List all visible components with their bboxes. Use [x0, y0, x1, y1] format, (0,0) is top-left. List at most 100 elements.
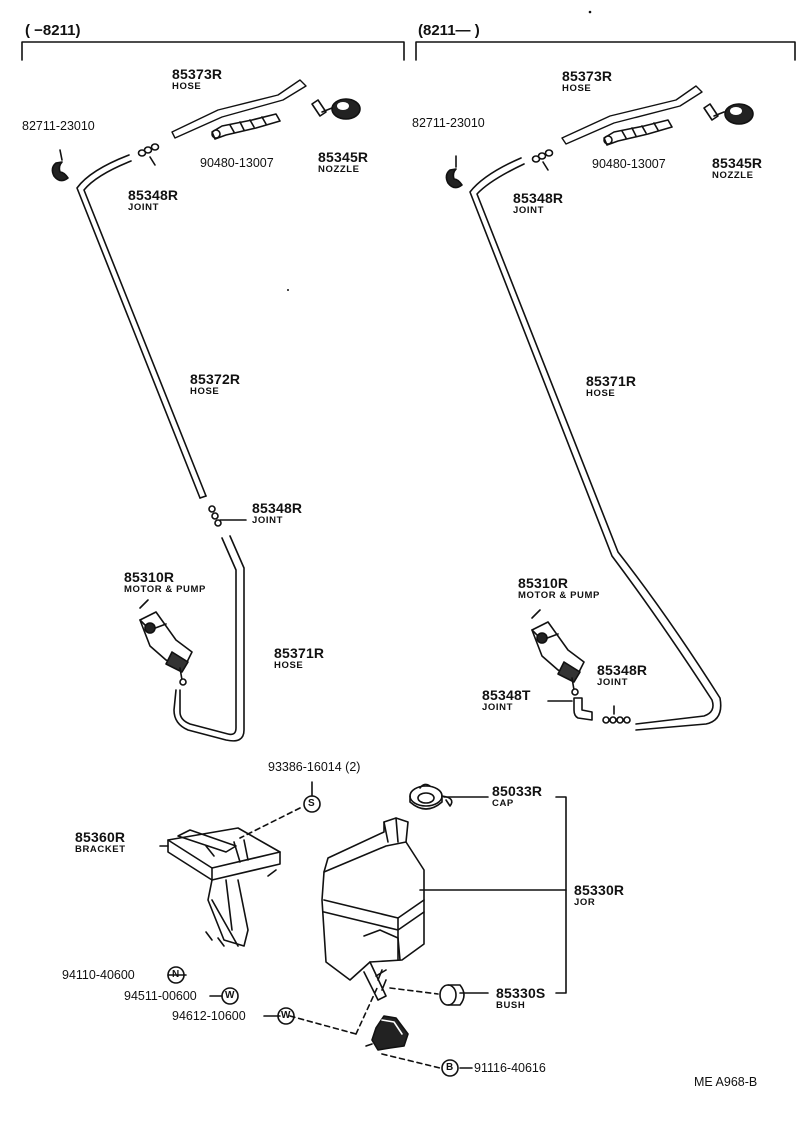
hose-85373r-right — [561, 85, 703, 145]
label-nut: 94110-40600 — [62, 968, 135, 982]
part-number: 85348R — [513, 190, 564, 206]
part-number: 85371R — [274, 645, 325, 661]
label-washer1: 94511-00600 — [124, 989, 197, 1003]
part-number: 85310R — [518, 575, 569, 591]
pump-85310r-right — [531, 609, 585, 696]
symbol-b: B — [446, 1062, 454, 1073]
joint-85348r-mid-left — [208, 505, 247, 527]
label-hose-long-right: 85371R HOSE — [586, 374, 636, 399]
label-nozzle-hose-left: 90480-13007 — [200, 156, 274, 170]
label-clip-right: 82711-23010 — [412, 116, 485, 130]
hose-85373r-left — [171, 79, 307, 139]
clip-82711-right — [445, 155, 463, 189]
part-desc: HOSE — [562, 83, 592, 94]
range-right: (8211— ) — [418, 22, 480, 39]
part-number: 85348R — [128, 187, 179, 203]
label-hose-long-left: 85372R HOSE — [190, 372, 240, 397]
part-number: 85373R — [562, 68, 613, 84]
part-desc: CAP — [492, 798, 514, 809]
symbol-s: S — [308, 798, 315, 809]
part-desc: NOZZLE — [318, 164, 360, 175]
nozzle-hose-right — [603, 119, 673, 146]
jar-85330r — [321, 817, 425, 1001]
part-desc: BRACKET — [75, 844, 126, 855]
part-desc: JOINT — [482, 702, 513, 713]
label-hose-top-left: 85373R HOSE — [172, 67, 222, 92]
label-hose-lower-left: 85371R HOSE — [274, 646, 324, 671]
part-number: 85345R — [712, 155, 763, 171]
clip-82711-left — [51, 149, 69, 182]
label-hose-top-right: 85373R HOSE — [562, 69, 612, 94]
part-desc: HOSE — [274, 660, 304, 671]
label-joint-top-left: 85348R JOINT — [128, 188, 178, 213]
joint-85348r-top-left — [137, 143, 160, 166]
label-jar: 85330R JOR — [574, 883, 624, 908]
label-bracket: 85360R BRACKET — [75, 830, 126, 855]
label-joint-t-right: 85348T JOINT — [482, 688, 531, 713]
joint-85348r-low-right — [602, 705, 631, 724]
part-number: 85033R — [492, 783, 543, 799]
lower-bracket — [365, 1015, 409, 1051]
part-number: 85330R — [574, 882, 625, 898]
part-desc: BUSH — [496, 1000, 526, 1011]
part-number: 85310R — [124, 569, 175, 585]
part-desc: HOSE — [586, 388, 616, 399]
bracket-85360r — [159, 827, 281, 947]
label-bolt: 91116-40616 — [474, 1061, 546, 1075]
joint-85348t-right — [547, 697, 593, 721]
header-bracket-left — [21, 41, 405, 61]
part-number: 85360R — [75, 829, 126, 845]
cap-85033r — [409, 783, 453, 810]
label-pump-left: 85310R MOTOR & PUMP — [124, 570, 206, 595]
callout-brace — [419, 796, 567, 994]
hose-85372r-left — [76, 154, 207, 499]
part-desc: MOTOR & PUMP — [124, 584, 206, 595]
nozzle-85345r-left — [311, 98, 361, 120]
nozzle-85345r-right — [703, 103, 754, 125]
part-desc: MOTOR & PUMP — [518, 590, 600, 601]
hose-85371r-left — [173, 535, 245, 742]
part-number: 85330S — [496, 985, 546, 1001]
part-number: 85373R — [172, 66, 223, 82]
part-desc: HOSE — [172, 81, 202, 92]
part-number: 85372R — [190, 371, 241, 387]
symbol-w2: W — [281, 1010, 291, 1021]
label-washer2: 94612-10600 — [172, 1009, 246, 1023]
symbol-w1: W — [225, 990, 235, 1001]
part-desc: JOR — [574, 897, 596, 908]
part-number: 85348T — [482, 687, 531, 703]
label-bush: 85330S BUSH — [496, 986, 545, 1011]
label-joint-mid-left: 85348R JOINT — [252, 501, 302, 526]
label-pump-right: 85310R MOTOR & PUMP — [518, 576, 600, 601]
joint-85348r-top-right — [531, 149, 554, 171]
part-number: 85371R — [586, 373, 637, 389]
label-nozzle-right: 85345R NOZZLE — [712, 156, 762, 181]
reference-code: ME A968-B — [694, 1075, 758, 1089]
part-number: 85348R — [252, 500, 303, 516]
part-number: 85348R — [597, 662, 648, 678]
part-desc: JOINT — [597, 677, 628, 688]
hose-85371r-right — [469, 157, 722, 731]
pump-85310r-left — [139, 599, 193, 686]
label-screw: 93386-16014 (2) — [268, 760, 361, 774]
bush-85330s — [389, 984, 465, 1006]
screw-leader — [239, 781, 313, 839]
label-joint-top-right: 85348R JOINT — [513, 191, 563, 216]
label-joint-low-right: 85348R JOINT — [597, 663, 647, 688]
range-left: ( −8211) — [25, 22, 81, 39]
part-desc: JOINT — [128, 202, 159, 213]
nozzle-hose-left — [211, 113, 281, 140]
part-number: 85345R — [318, 149, 369, 165]
label-nozzle-hose-right: 90480-13007 — [592, 157, 666, 171]
symbol-circles — [167, 795, 459, 1077]
label-cap: 85033R CAP — [492, 784, 542, 809]
label-nozzle-left: 85345R NOZZLE — [318, 150, 368, 175]
label-clip-left: 82711-23010 — [22, 119, 95, 133]
symbol-n: N — [172, 969, 180, 980]
part-desc: JOINT — [513, 205, 544, 216]
part-desc: JOINT — [252, 515, 283, 526]
part-desc: HOSE — [190, 386, 220, 397]
part-desc: NOZZLE — [712, 170, 754, 181]
